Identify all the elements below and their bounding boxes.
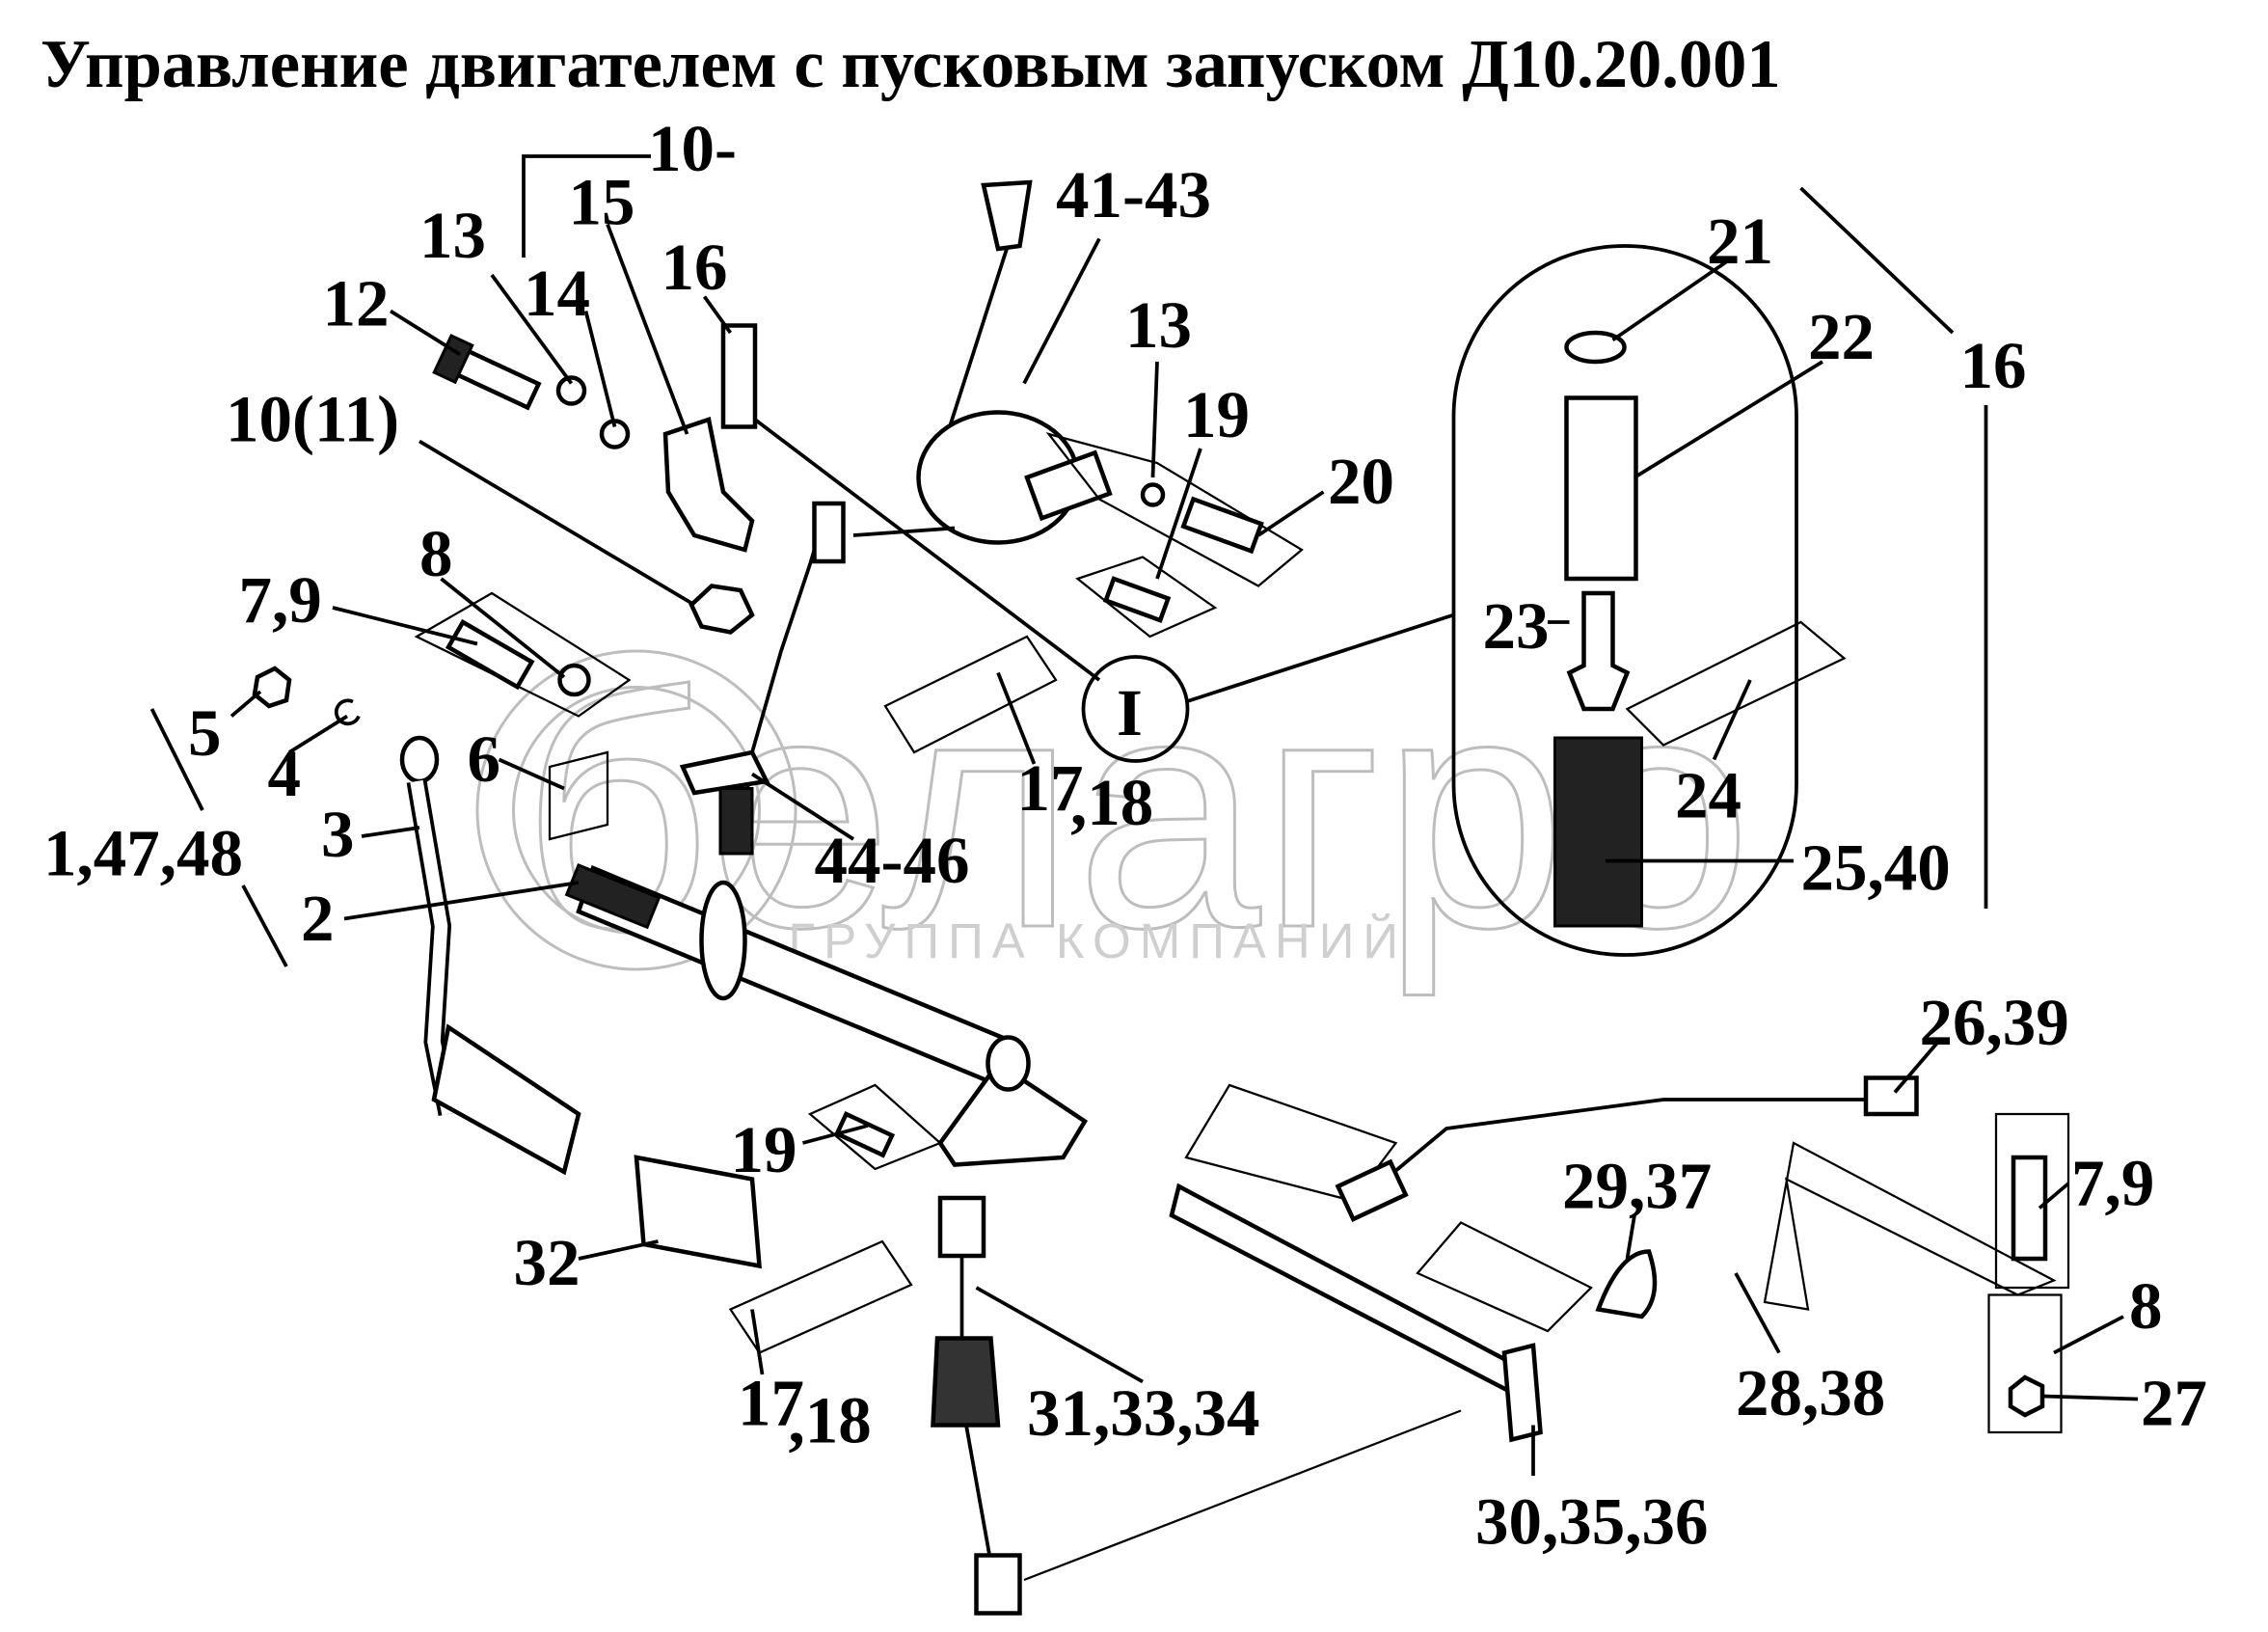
- callout-23: 23: [1483, 589, 1550, 663]
- callout-16a: 16: [662, 231, 728, 304]
- lever-28-38: [1763, 1141, 2057, 1311]
- bellows-25-40: [1553, 736, 1643, 928]
- callout-19b: 19: [731, 1113, 797, 1186]
- callout-8b: 8: [2129, 1269, 2163, 1343]
- washer-8: [557, 663, 591, 697]
- callout-10-11: 10(11): [226, 383, 399, 456]
- callout-10: 10-: [648, 112, 737, 185]
- callout-4: 4: [268, 737, 302, 810]
- bracket-15: [662, 417, 755, 553]
- callout-21: 21: [1707, 204, 1773, 278]
- spring-22: [1564, 395, 1638, 582]
- callout-14: 14: [524, 257, 590, 330]
- lever-41-43: [916, 179, 1113, 545]
- clevis-bottom: [718, 787, 754, 856]
- callout-17a: 17: [1017, 751, 1084, 825]
- pin-19b: [834, 1111, 896, 1158]
- callout-bolt-7-9b: [1994, 1112, 2070, 1290]
- callout-29-37: 29,37: [1562, 1150, 1712, 1223]
- callout-2: 2: [301, 882, 335, 955]
- callout-25-40: 25,40: [1801, 831, 1951, 905]
- callout-16b: 16: [1960, 329, 2027, 402]
- callout-bolt-7-9: [414, 591, 632, 718]
- callout-18b: ,18: [789, 1384, 872, 1457]
- washer-13: [555, 375, 587, 406]
- callout-24: 24: [1675, 759, 1742, 832]
- leader-connect: [1023, 1409, 1462, 1582]
- spring-29-37: [1595, 1249, 1658, 1319]
- callout-labels: 10-15 13 14 16 12 10(11) 41-43 13 19 20 21 22 16 8 7,9…: [43, 112, 2207, 1559]
- lever-assembly-right: [1169, 1075, 1919, 1443]
- callout-19a: 19: [1183, 378, 1250, 451]
- callout-32: 32: [514, 1226, 580, 1299]
- pin-19: [1102, 576, 1172, 623]
- callout-44-46: 44-46: [815, 824, 970, 897]
- callout-15: 15: [569, 166, 635, 239]
- clevis-top: [812, 501, 846, 564]
- watermark-subtitle: ГРУППА КОМПАНИЙ: [789, 912, 1408, 968]
- nut-27: [2008, 1374, 2045, 1418]
- callout-17b: 17: [738, 1367, 804, 1440]
- detail-I-circle: [1081, 655, 1190, 763]
- plate-24: [1625, 620, 1847, 747]
- callout-8a: 8: [419, 517, 453, 590]
- group-bracket: [522, 154, 651, 258]
- callout-79b: 7,9: [2071, 1147, 2154, 1220]
- callout-13b: 13: [1125, 288, 1192, 362]
- callout-3: 3: [321, 798, 355, 871]
- callout-pin-19b: [807, 1083, 943, 1171]
- pedal-3: [399, 735, 581, 1176]
- callout-5: 5: [188, 696, 222, 770]
- plate-17-18-top: [883, 635, 1058, 754]
- cover-32: [634, 1155, 762, 1269]
- callout-13a: 13: [419, 199, 486, 272]
- leader-lines: [149, 186, 2139, 1476]
- callout-6: [548, 750, 609, 841]
- callout-pin-19: [1075, 556, 1218, 639]
- callout-28-38: 28,38: [1736, 1356, 1885, 1429]
- callout-18a: ,18: [1070, 766, 1153, 839]
- ring-4: [334, 698, 361, 726]
- callout-12: 12: [323, 267, 390, 340]
- nut-10-11: [688, 584, 755, 635]
- shaft-2: [564, 863, 1089, 1167]
- plate-17-18-bottom: [728, 1239, 913, 1354]
- callout-79a: 7,9: [239, 563, 322, 637]
- callout-nut-27: [1987, 1293, 2063, 1434]
- pin-23: [1566, 590, 1631, 712]
- callout-41-43: 41-43: [1056, 158, 1211, 231]
- bolt-12: [432, 334, 542, 411]
- spring-16: [720, 323, 758, 429]
- washer-13b: [1140, 482, 1166, 507]
- bolt-7-9: [445, 618, 535, 691]
- callout-I: I: [1117, 676, 1143, 749]
- callout-20: 20: [1328, 445, 1394, 518]
- callout-26-39: 26,39: [1920, 986, 2069, 1059]
- callout-1-47-48: 1,47,48: [43, 817, 243, 890]
- washer-21: [1564, 330, 1627, 365]
- detail-I-frame: [1451, 244, 1798, 957]
- callout-22: 22: [1808, 300, 1875, 373]
- rod-31-33-34: [931, 1195, 1022, 1616]
- callout-27: 27: [2141, 1367, 2207, 1440]
- nut-5: [252, 666, 292, 709]
- bolt-20: [1180, 496, 1264, 555]
- callout-30-35-36: 30,35,36: [1475, 1485, 1709, 1559]
- callout-plate: [1045, 432, 1304, 587]
- callout-6: 6: [468, 722, 501, 796]
- callout-31-33-34: 31,33,34: [1027, 1376, 1260, 1450]
- diagram-title: Управление двигателем с пусковым запуско…: [40, 27, 1781, 102]
